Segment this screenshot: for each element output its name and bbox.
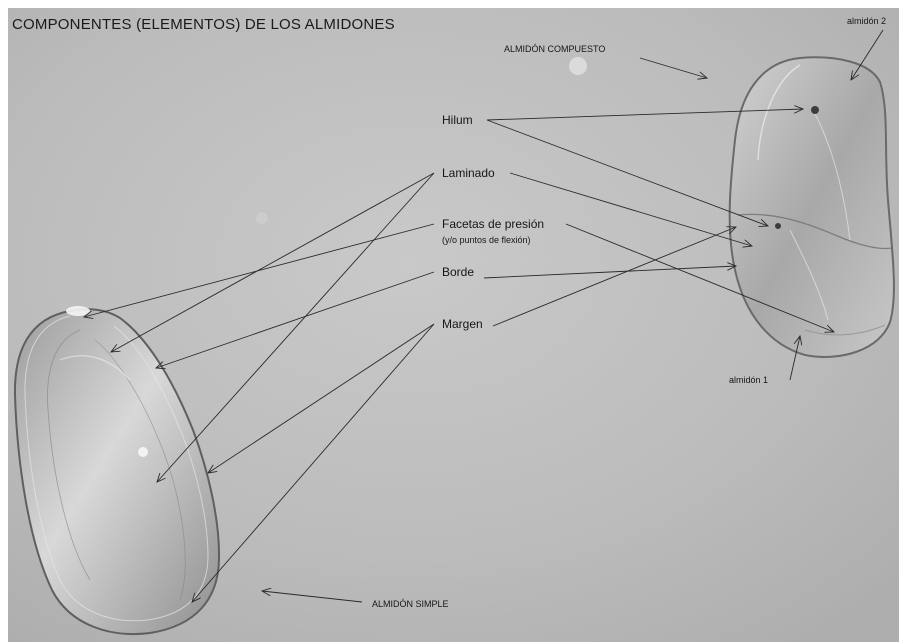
- figure-title: COMPONENTES (ELEMENTOS) DE LOS ALMIDONES: [12, 16, 395, 33]
- label-margen: Margen: [442, 317, 483, 331]
- background-bubble: [569, 57, 587, 75]
- label-hilum: Hilum: [442, 113, 473, 127]
- label-laminado: Laminado: [442, 166, 495, 180]
- label-borde: Borde: [442, 265, 474, 279]
- label-facetas: Facetas de presión: [442, 217, 544, 231]
- label-starch-2: almidón 2: [847, 16, 886, 26]
- background-speck: [256, 212, 268, 224]
- label-facetas-note: (y/o puntos de flexión): [442, 235, 531, 245]
- label-starch-1: almidón 1: [729, 375, 768, 385]
- label-compound-starch: ALMIDÓN COMPUESTO: [504, 44, 605, 54]
- compound-starch-grain: [730, 57, 894, 357]
- label-simple-starch: ALMIDÓN SIMPLE: [372, 599, 449, 609]
